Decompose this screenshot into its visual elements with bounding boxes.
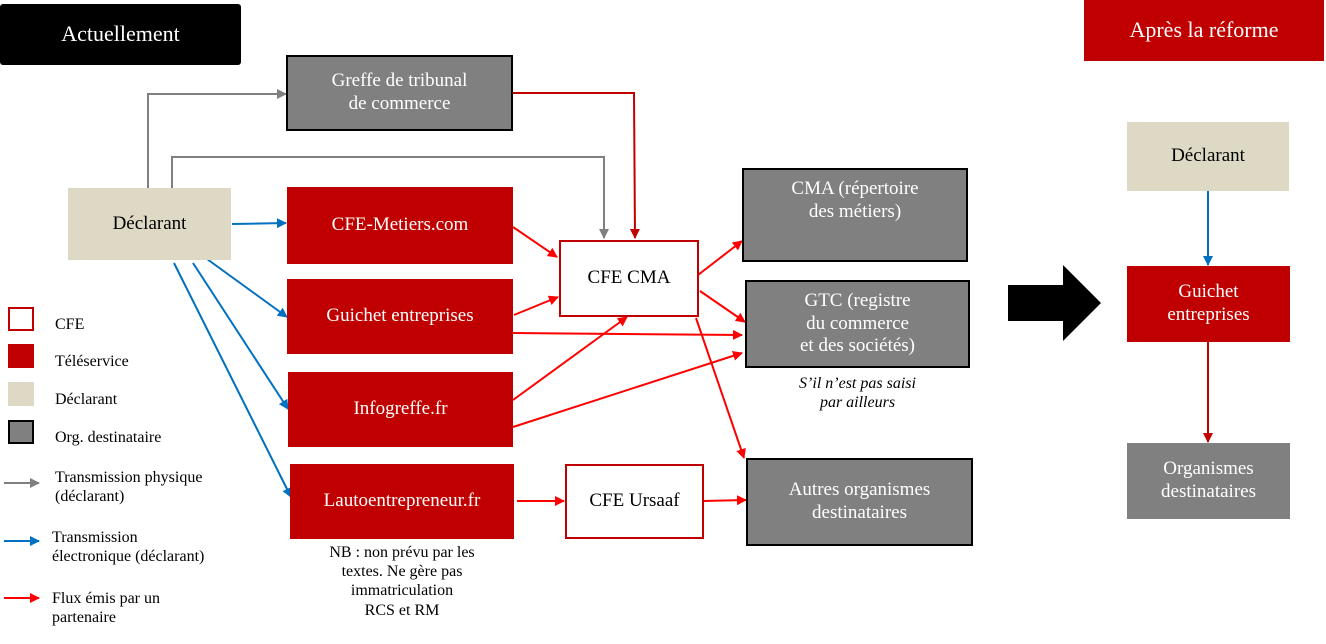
autres-organismes-box: Autres organismes destinataires	[746, 458, 973, 546]
arrow-declarant-to-infogreffe	[192, 262, 289, 410]
gtc-box: GTC (registre du commerce et des société…	[745, 280, 970, 368]
arrow-declarant-to-autoentrepreneur	[173, 262, 292, 498]
legend-label-teleservice: Téléservice	[55, 353, 129, 370]
cfe-metiers-box: CFE-Metiers.com	[287, 187, 513, 264]
arrow-cfe-cma-to-gtc	[699, 290, 746, 323]
cfe-ursaaf-box: CFE Ursaaf	[565, 464, 704, 539]
autoentrepreneur-box: Lautoentrepreneur.fr	[290, 464, 514, 539]
arrow-declarant-to-greffe	[147, 89, 287, 188]
legend-swatch-cfe	[8, 307, 34, 331]
after-declarant-box: Déclarant	[1127, 122, 1289, 191]
arrow-declarant-to-cfe-metiers	[231, 218, 287, 229]
legend-label-physical: Transmission physique (déclarant)	[55, 469, 203, 506]
legend-label-electronic: Transmission électronique (déclarant)	[52, 529, 205, 566]
autoentrepreneur-note: NB : non prévu par les textes. Ne gère p…	[329, 544, 475, 619]
arrow-ursaaf-to-autres	[702, 495, 747, 506]
arrow-declarant-to-guichet	[206, 258, 288, 318]
arrow-greffe-to-cfe-cma	[512, 92, 640, 239]
arrow-guichet-to-gtc	[511, 329, 743, 340]
header-after-reform: Après la réforme	[1084, 0, 1324, 61]
arrow-infogreffe-to-cfe-cma	[512, 316, 628, 401]
arrow-guichet-to-cfe-cma	[513, 295, 559, 316]
declarant-box: Déclarant	[68, 188, 231, 260]
legend-label-declarant: Déclarant	[55, 391, 118, 408]
big-right-arrow-icon	[1008, 265, 1101, 341]
infogreffe-box: Infogreffe.fr	[288, 372, 513, 447]
legend-label-organisme: Org. destinataire	[55, 429, 162, 446]
cma-repertoire-box: CMA (répertoire des métiers)	[742, 168, 968, 262]
legend-label-partner: Flux émis par un partenaire	[52, 590, 160, 627]
header-current: Actuellement	[0, 4, 241, 65]
arrow-cfe-metiers-to-cfe-cma	[512, 226, 558, 258]
greffe-box: Greffe de tribunal de commerce	[286, 55, 513, 131]
arrow-infogreffe-to-gtc	[512, 351, 743, 428]
after-organismes-box: Organismes destinataires	[1127, 443, 1290, 519]
arrow-cfe-cma-to-cma	[697, 240, 743, 276]
arrow-declarant-to-cfe-cma-physical	[171, 156, 609, 239]
after-guichet-box: Guichet entreprises	[1127, 266, 1290, 342]
legend-label-cfe: CFE	[55, 316, 85, 333]
gtc-note: S’il n’est pas saisi par ailleurs	[799, 375, 916, 412]
cfe-cma-box: CFE CMA	[559, 240, 699, 317]
legend-swatch-teleservice	[8, 344, 34, 368]
legend-swatch-declarant	[8, 382, 34, 406]
arrow-cfe-cma-to-autres	[695, 317, 746, 459]
guichet-entreprises-box: Guichet entreprises	[287, 279, 513, 354]
legend-swatch-organisme	[8, 420, 34, 444]
